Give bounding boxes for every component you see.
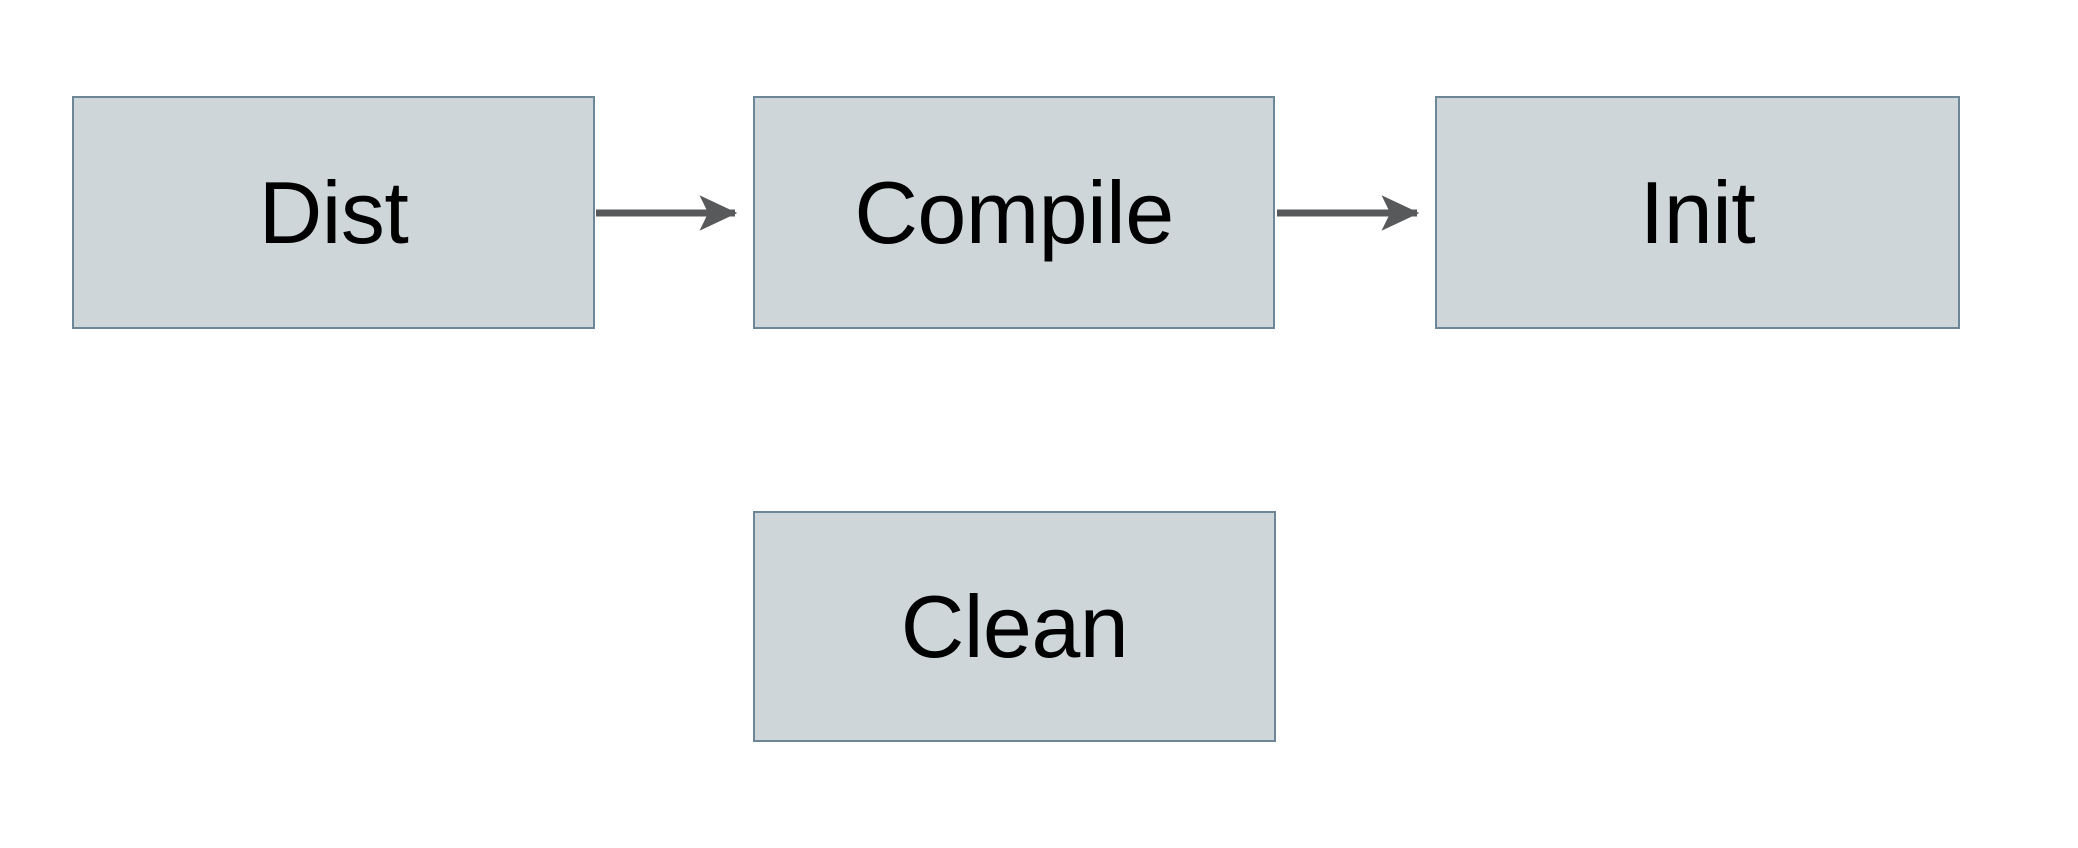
- node-dist-label: Dist: [258, 162, 409, 262]
- node-dist[interactable]: Dist: [72, 96, 595, 329]
- node-clean[interactable]: Clean: [753, 511, 1276, 742]
- node-compile[interactable]: Compile: [753, 96, 1275, 329]
- node-init[interactable]: Init: [1435, 96, 1960, 329]
- node-compile-label: Compile: [854, 162, 1174, 262]
- node-init-label: Init: [1639, 162, 1756, 262]
- node-clean-label: Clean: [900, 576, 1129, 676]
